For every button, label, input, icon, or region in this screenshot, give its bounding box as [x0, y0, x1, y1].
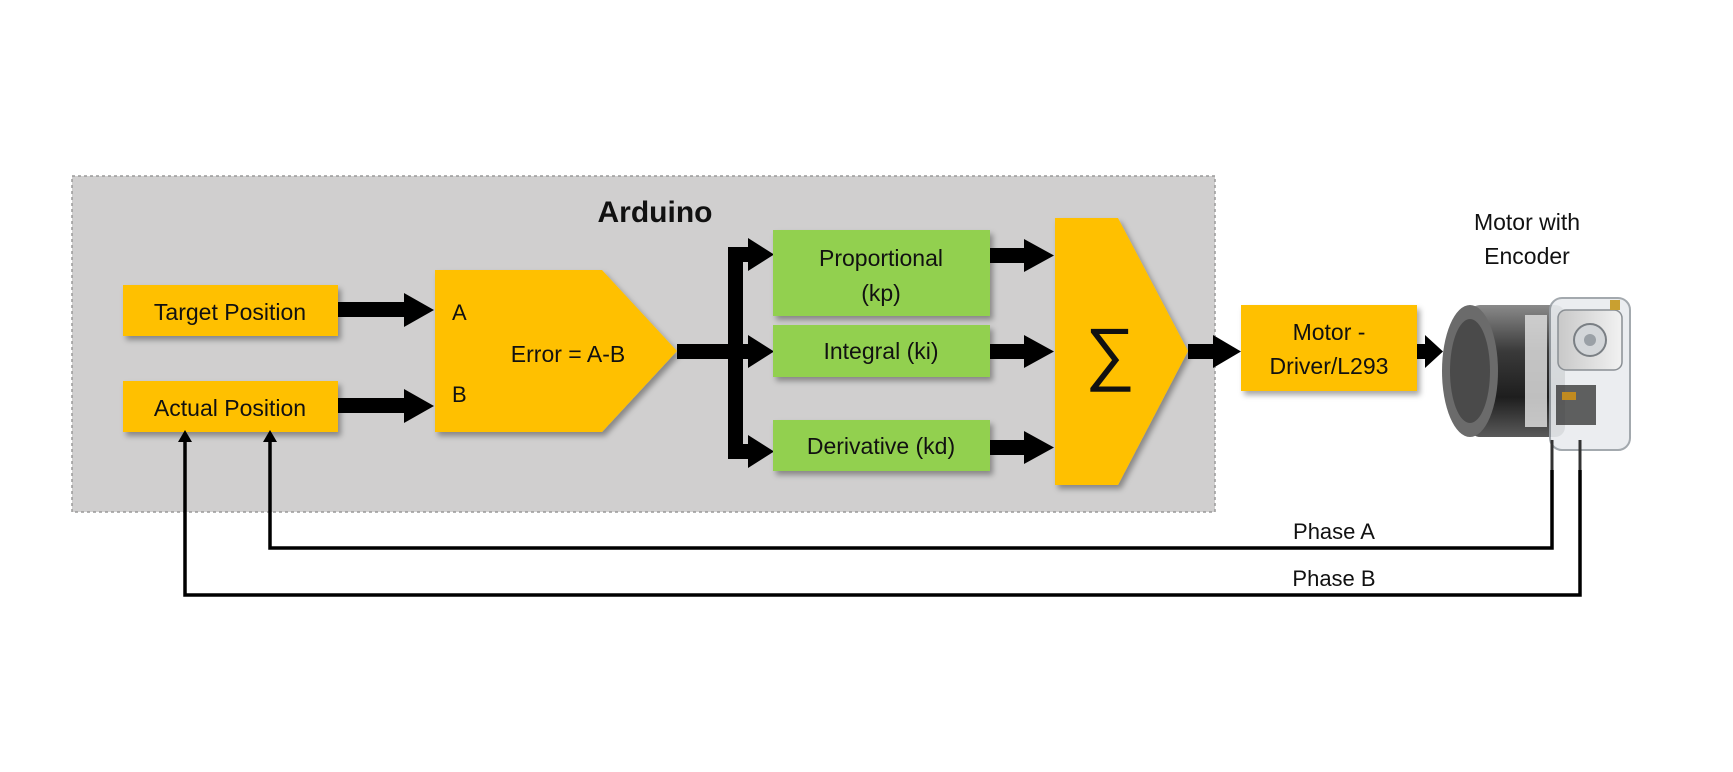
motor-label-line1: Motor with	[1474, 209, 1580, 235]
motor-encoder-icon	[1442, 297, 1631, 472]
feedback-phase-a	[263, 430, 1554, 550]
motor-label-line2: Encoder	[1484, 243, 1570, 269]
target-position-block: Target Position	[123, 285, 338, 336]
sum-to-driver-arrow	[1188, 335, 1241, 368]
sum-symbol: ∑	[1085, 314, 1135, 392]
actual-position-block: Actual Position	[123, 381, 338, 432]
input-arrow-b	[338, 389, 434, 423]
motor-driver-block: Motor - Driver/L293	[1241, 305, 1417, 391]
derivative-label: Derivative (kd)	[807, 433, 955, 459]
driver-to-motor-arrow	[1417, 335, 1443, 368]
error-input-b-label: B	[452, 382, 467, 407]
error-input-a-label: A	[452, 300, 467, 325]
integral-label: Integral (ki)	[823, 338, 938, 364]
proportional-label-line2: (kp)	[861, 280, 901, 306]
sum-block: ∑	[1055, 218, 1188, 485]
error-label: Error = A-B	[511, 341, 625, 367]
proportional-block: Proportional (kp)	[773, 230, 990, 316]
input-arrow-a	[338, 293, 434, 327]
integral-block: Integral (ki)	[773, 325, 990, 377]
target-position-label: Target Position	[154, 299, 306, 325]
motor-driver-label-line1: Motor -	[1293, 319, 1366, 345]
error-block: A B Error = A-B	[435, 270, 677, 432]
branch-arrows	[677, 238, 774, 468]
arduino-title: Arduino	[598, 196, 713, 229]
derivative-block: Derivative (kd)	[773, 420, 990, 471]
pid-to-sum-arrows	[990, 239, 1054, 464]
actual-position-label: Actual Position	[154, 395, 306, 421]
phase-b-label: Phase B	[1292, 566, 1375, 591]
motor-driver-label-line2: Driver/L293	[1270, 353, 1389, 379]
proportional-label-line1: Proportional	[819, 245, 943, 271]
phase-a-label: Phase A	[1293, 519, 1375, 544]
feedback-phase-b	[178, 430, 1582, 597]
